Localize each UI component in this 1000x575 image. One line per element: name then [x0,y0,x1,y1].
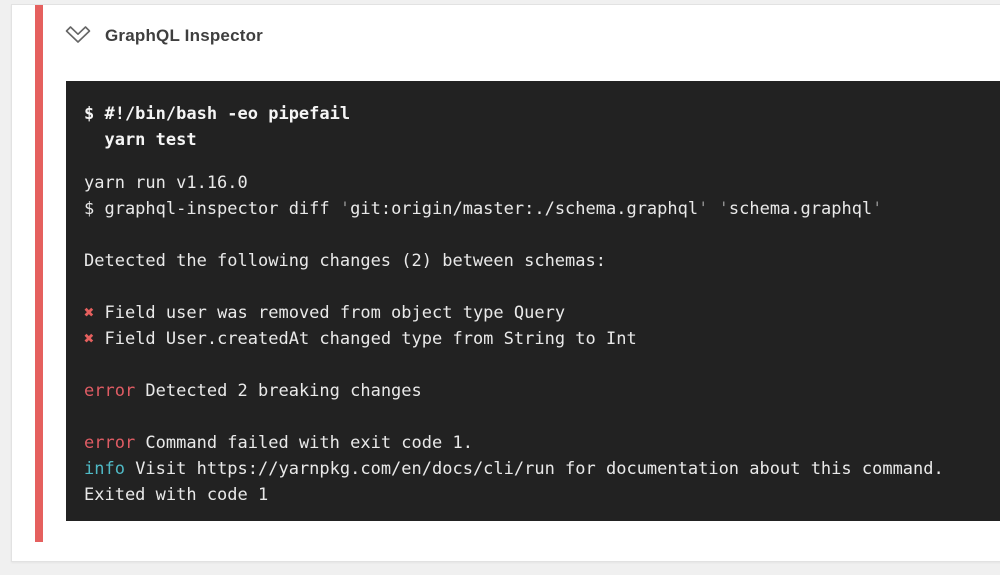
step-header[interactable]: GraphQL Inspector [64,23,263,49]
terminal-line: Exited with code 1 [84,482,1000,508]
failed-status-bar [35,5,43,542]
terminal-line: error Command failed with exit code 1. [84,430,1000,456]
terminal-line: yarn run v1.16.0 [84,170,1000,196]
terminal-text-segment: yarn run v1.16.0 [84,173,248,193]
terminal-text-segment [708,199,718,219]
terminal-line [84,352,1000,378]
terminal-text-segment: Detected 2 breaking changes [135,381,422,401]
terminal-text-segment: Detected the following changes (2) betwe… [84,251,606,271]
terminal-line: error Detected 2 breaking changes [84,378,1000,404]
failed-step: GraphQL Inspector $ #!/bin/bash -eo pipe… [12,5,1000,542]
terminal-text-segment: Field User.createdAt changed type from S… [94,329,637,349]
terminal-text-segment: schema.graphql [728,199,873,219]
terminal-text-segment: ' [339,199,351,219]
terminal-line: Detected the following changes (2) betwe… [84,248,1000,274]
terminal-text-segment: yarn test [84,130,197,150]
terminal-text-segment: Field user was removed from object type … [94,303,566,323]
terminal-text-segment: ' [718,199,729,219]
terminal-line: $ graphql-inspector diff 'git:origin/mas… [84,196,1000,222]
terminal-text-segment: Command failed with exit code 1. [135,433,473,453]
terminal-line: yarn test [84,127,1000,153]
terminal-text-segment: Exited with code 1 [84,485,269,505]
build-step-card: GraphQL Inspector $ #!/bin/bash -eo pipe… [11,4,1000,562]
terminal-text-segment: ✖ [84,303,95,323]
terminal-command-block: $ #!/bin/bash -eo pipefail yarn test [84,101,1000,153]
terminal-line: ✖ Field user was removed from object typ… [84,300,1000,326]
terminal-text-segment: Visit https://yarnpkg.com/en/docs/cli/ru… [124,459,944,479]
terminal-line [84,274,1000,300]
terminal-line: info Visit https://yarnpkg.com/en/docs/c… [84,456,1000,482]
terminal-text-segment: ✖ [84,329,95,349]
terminal-line [84,404,1000,430]
terminal-line [84,222,1000,248]
step-title: GraphQL Inspector [105,26,264,45]
terminal-text-segment: $ graphql-inspector diff [84,199,340,219]
terminal-output: $ #!/bin/bash -eo pipefail yarn test yar… [66,81,1000,521]
terminal-line: ✖ Field User.createdAt changed type from… [84,326,1000,352]
terminal-text-segment: error [84,433,136,453]
terminal-output-block: yarn run v1.16.0 $ graphql-inspector diff… [84,170,1000,508]
terminal-text-segment: info [84,459,125,479]
terminal-text-segment: ' [698,199,709,219]
terminal-text-segment: git:origin/master:./schema.graphql [350,199,699,219]
terminal-line: $ #!/bin/bash -eo pipefail [84,101,1000,127]
terminal-text-segment: $ #!/bin/bash -eo pipefail [84,104,351,124]
terminal-text-segment: ' [872,199,883,219]
terminal-text-segment: error [84,381,136,401]
collapse-chevron-icon[interactable] [64,23,92,49]
